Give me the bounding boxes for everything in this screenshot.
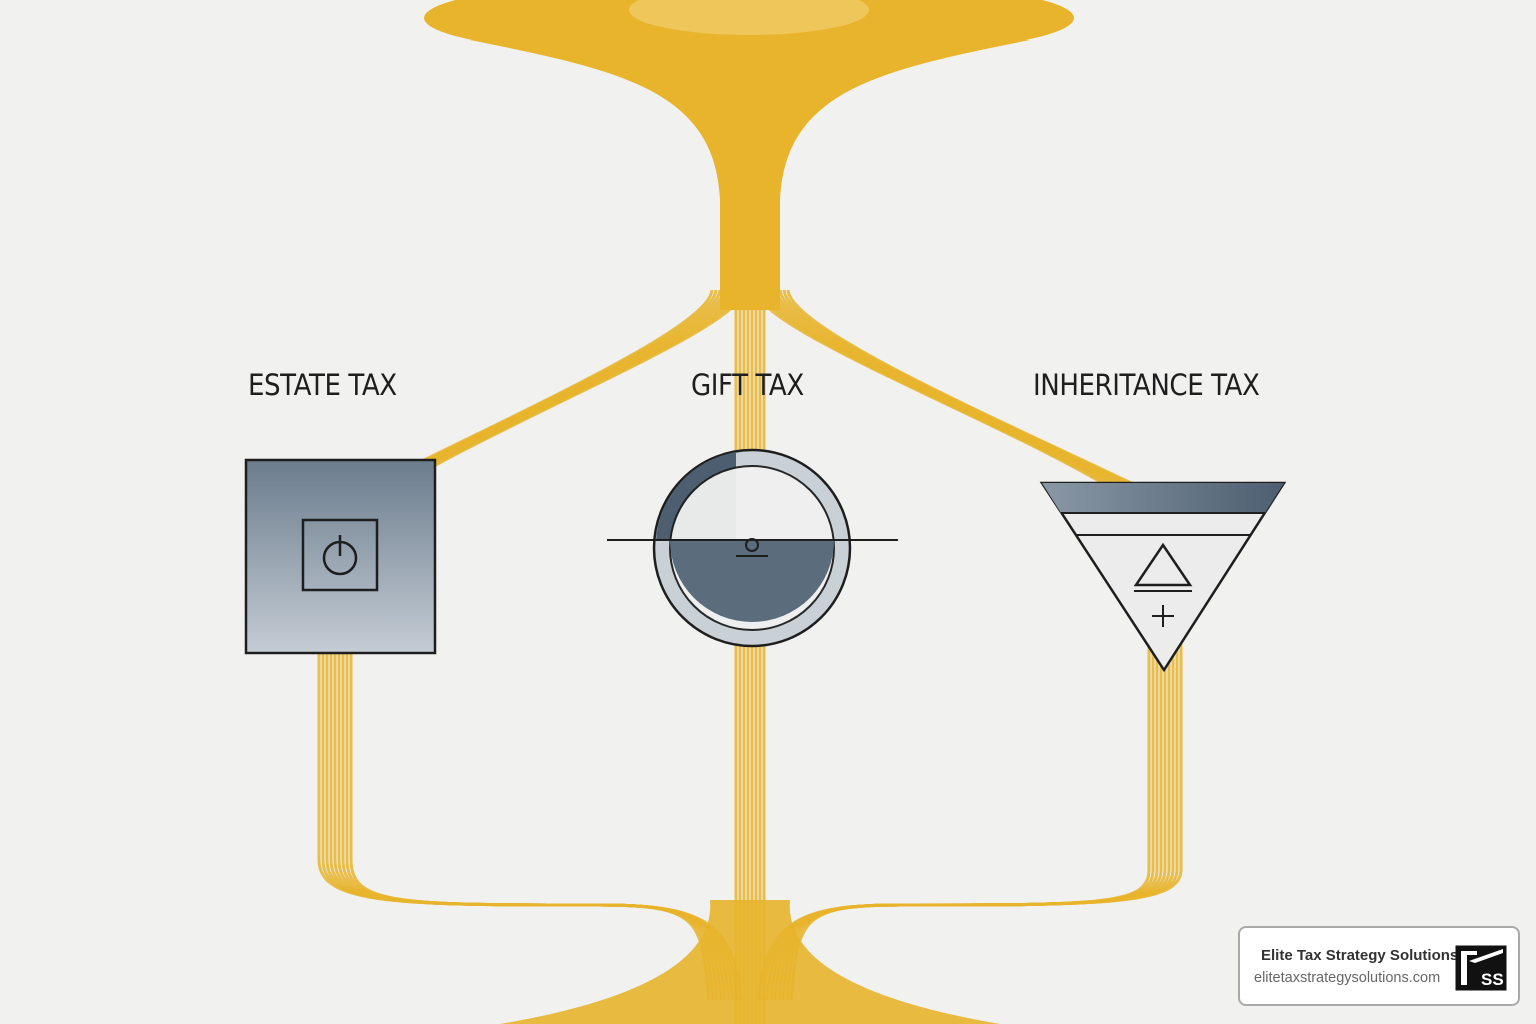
inheritance-tax-icon	[1039, 481, 1287, 673]
gift-tax-icon	[607, 448, 898, 648]
bottom-stream-flare	[500, 900, 1000, 1024]
brand-badge[interactable]: Elite Tax Strategy Solutions elitetaxstr…	[1238, 926, 1520, 1006]
top-source-stream	[424, 0, 1074, 310]
svg-text:SS: SS	[1481, 970, 1504, 989]
estate-tax-label: ESTATE TAX	[248, 368, 397, 402]
brand-url[interactable]: elitetaxstrategysolutions.com	[1254, 970, 1441, 986]
estate-tax-icon	[244, 458, 437, 655]
gift-tax-label: GIFT TAX	[691, 368, 804, 402]
inheritance-tax-label: INHERITANCE TAX	[1033, 368, 1260, 402]
etss-logo-icon: SS	[1455, 945, 1507, 991]
brand-name: Elite Tax Strategy Solutions	[1261, 947, 1459, 964]
